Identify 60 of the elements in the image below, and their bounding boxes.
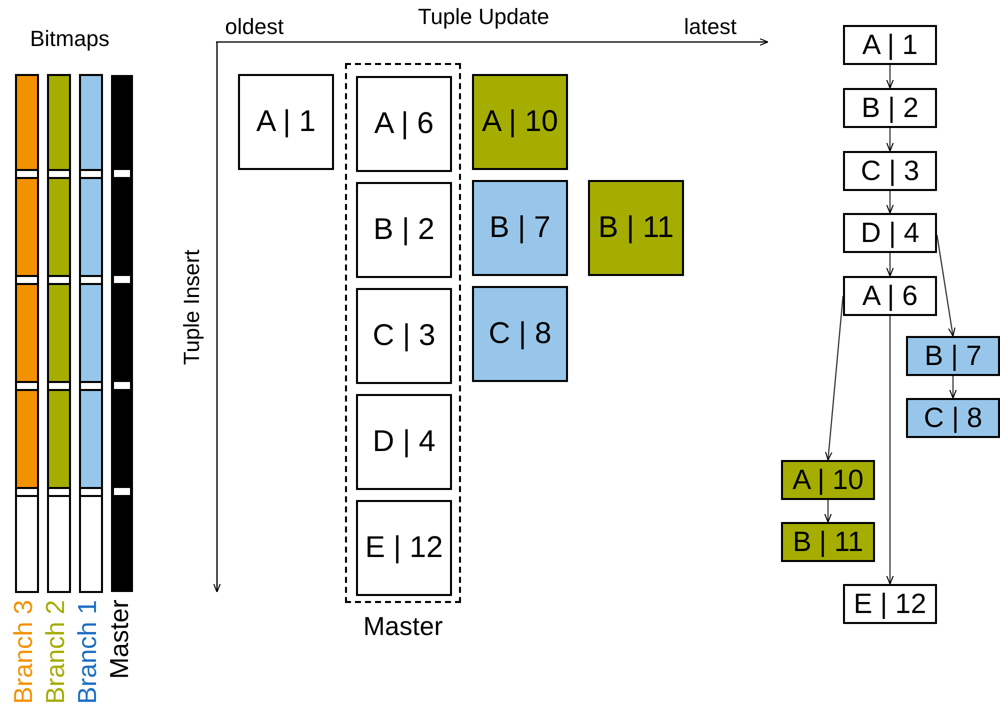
version-box	[843, 25, 937, 65]
record-label: B | 7	[489, 211, 551, 245]
record-box	[588, 180, 684, 276]
record-label: A | 1	[256, 105, 316, 139]
record-box	[472, 180, 568, 276]
axis-label: latest	[684, 14, 737, 40]
record-label: A | 6	[374, 107, 434, 141]
arrow	[886, 253, 894, 277]
record-label: D | 4	[860, 217, 920, 249]
arrow	[886, 128, 894, 152]
axis-label: oldest	[225, 14, 284, 40]
record-box	[472, 74, 568, 170]
record-box	[472, 286, 568, 382]
arrow	[824, 500, 832, 523]
record-label: B | 11	[792, 526, 864, 558]
record-label: B | 11	[598, 211, 674, 245]
record-label: B | 7	[924, 340, 982, 372]
arrow	[886, 65, 894, 89]
record-box	[238, 74, 334, 170]
arrow	[886, 316, 894, 585]
record-label: C | 8	[488, 317, 552, 351]
record-label: B | 2	[373, 213, 435, 247]
branch-label: Branch 1	[72, 600, 103, 704]
version-box	[843, 88, 937, 128]
record-box	[356, 288, 452, 384]
arrow	[936, 234, 956, 337]
record-label: E | 12	[854, 588, 926, 620]
record-label: C | 3	[860, 155, 920, 187]
record-box	[356, 76, 452, 172]
record-label: A | 10	[792, 464, 864, 496]
branch-label: Branch 3	[8, 600, 39, 704]
version-box	[843, 151, 937, 191]
record-label: A | 10	[482, 105, 558, 139]
dashed-group-box	[345, 63, 461, 603]
branch-label: Master	[104, 600, 135, 679]
record-label: D | 4	[372, 425, 436, 459]
version-box	[843, 584, 937, 624]
version-box	[781, 460, 875, 500]
axis-title: Tuple Insert	[179, 250, 205, 365]
axis-title: Bitmaps	[30, 26, 110, 52]
group-label: Master	[363, 611, 443, 642]
arrow	[825, 296, 844, 461]
record-box	[356, 394, 452, 490]
branch-label: Branch 2	[40, 600, 71, 704]
record-label: C | 8	[924, 402, 982, 434]
axis-title: Tuple Update	[418, 4, 550, 30]
record-label: A | 1	[862, 29, 918, 61]
record-label: E | 12	[365, 531, 443, 565]
arrow	[949, 376, 957, 399]
version-box	[906, 336, 1000, 376]
record-label: A | 6	[862, 280, 918, 312]
version-box	[906, 398, 1000, 438]
version-box	[781, 522, 875, 562]
record-label: B | 2	[861, 92, 919, 124]
arrow	[886, 191, 894, 214]
version-box	[843, 213, 937, 253]
record-box	[356, 182, 452, 278]
record-label: C | 3	[372, 319, 436, 353]
record-box	[356, 500, 452, 596]
version-box	[843, 276, 937, 316]
